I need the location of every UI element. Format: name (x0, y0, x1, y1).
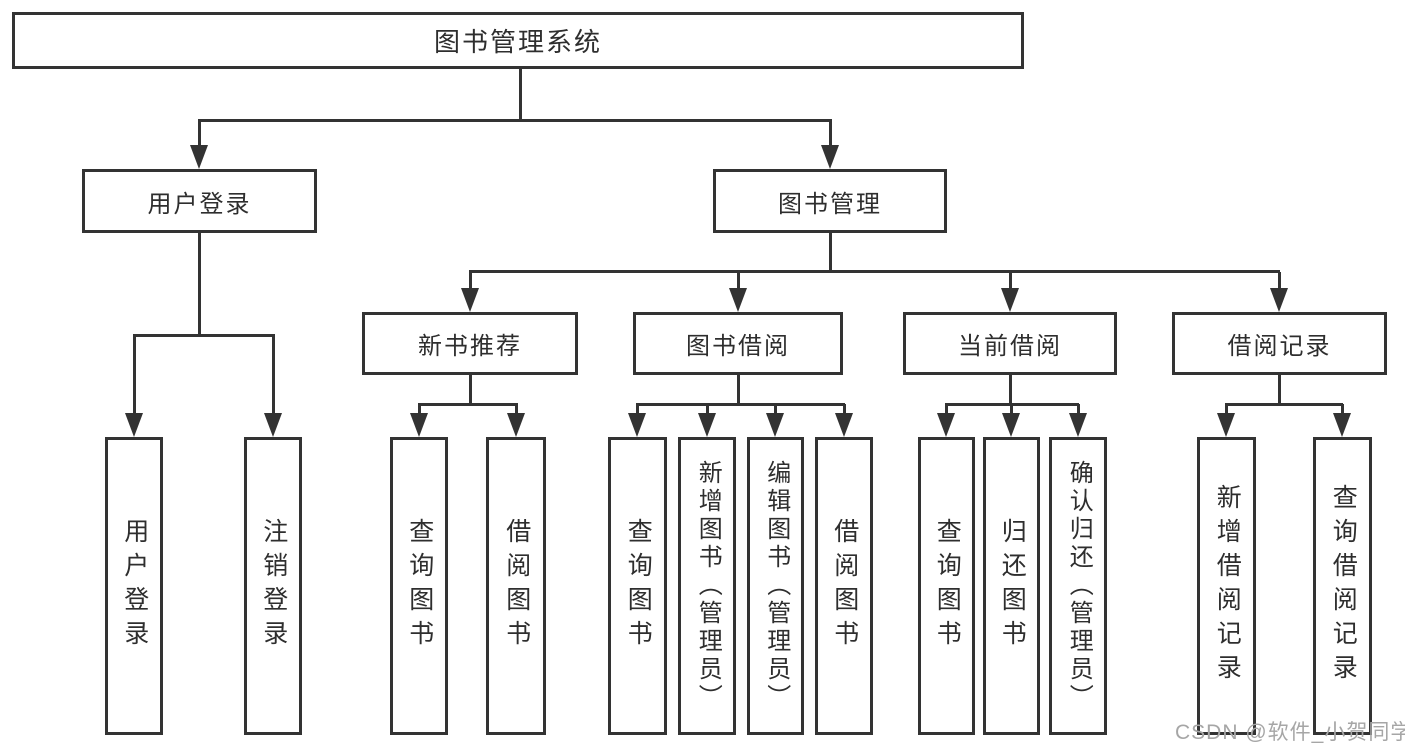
connector-leaf-drop (418, 404, 421, 414)
connector-recommend-stem (469, 375, 472, 406)
leaf-add-book-admin-label: 新增图书（管理员） (694, 460, 722, 712)
leaf-return-books: 归还图书 (983, 437, 1040, 735)
connector-records-bar (1225, 403, 1343, 406)
arrow-down-icon (628, 413, 646, 437)
watermark: CSDN @软件_小贺同学 (1175, 721, 1405, 744)
arrow-down-icon (698, 413, 716, 437)
leaf-add-borrow-record-label: 新增借阅记录 (1213, 484, 1242, 688)
arrow-down-icon (937, 413, 955, 437)
leaf-query-books-recommend: 查询图书 (390, 437, 448, 735)
arrow-down-icon (835, 413, 853, 437)
leaf-add-book-admin: 新增图书（管理员） (678, 437, 736, 735)
connector-level3-drop (1278, 272, 1281, 289)
arrow-down-icon (190, 145, 208, 169)
connector-leaf-drop (1077, 404, 1080, 414)
arrow-down-icon (410, 413, 428, 437)
arrow-down-icon (125, 413, 143, 437)
arrow-down-icon (507, 413, 525, 437)
arrow-down-icon (1333, 413, 1351, 437)
connector-borrow-bar (636, 403, 845, 406)
leaf-return-books-label: 归还图书 (998, 518, 1027, 654)
connector-user-login-drop (198, 119, 201, 146)
arrow-down-icon (1001, 288, 1019, 312)
connector-level2-bar (198, 119, 832, 122)
leaf-logout-label: 注销登录 (259, 518, 288, 654)
connector-level3-bar (469, 270, 1280, 273)
leaf-user-login: 用户登录 (105, 437, 163, 735)
leaf-user-login-label: 用户登录 (120, 518, 149, 654)
arrow-down-icon (1217, 413, 1235, 437)
connector-leaf-drop (515, 404, 518, 414)
connector-leaf-drop (774, 404, 777, 414)
connector-records-stem (1278, 375, 1281, 406)
node-book-borrow: 图书借阅 (633, 312, 843, 375)
connector-level3-drop (737, 272, 740, 289)
arrow-down-icon (821, 145, 839, 169)
leaf-borrow-books-recommend: 借阅图书 (486, 437, 546, 735)
arrow-down-icon (766, 413, 784, 437)
connector-leaf-drop (945, 404, 948, 414)
leaf-query-books-current-label: 查询图书 (933, 518, 962, 654)
connector-leaf-drop (1341, 404, 1344, 414)
arrow-down-icon (1069, 413, 1087, 437)
node-book-management: 图书管理 (713, 169, 947, 233)
leaf-query-borrow-record-label: 查询借阅记录 (1329, 484, 1358, 688)
root-node: 图书管理系统 (12, 12, 1024, 69)
leaf-confirm-return-admin: 确认归还（管理员） (1049, 437, 1107, 735)
node-new-book-recommend: 新书推荐 (362, 312, 578, 375)
leaf-query-books-current: 查询图书 (918, 437, 975, 735)
connector-book-mgmt-drop (829, 119, 832, 146)
connector-recommend-bar (418, 403, 518, 406)
connector-user-stem (198, 233, 201, 337)
connector-leaf-drop (636, 404, 639, 414)
leaf-confirm-return-admin-label: 确认归还（管理员） (1065, 460, 1093, 712)
arrow-down-icon (461, 288, 479, 312)
node-user-login: 用户登录 (82, 169, 317, 233)
leaf-edit-book-admin-label: 编辑图书（管理员） (762, 460, 790, 712)
connector-leaf-drop (1225, 404, 1228, 414)
leaf-query-borrow-record: 查询借阅记录 (1313, 437, 1372, 735)
leaf-query-books-recommend-label: 查询图书 (405, 518, 434, 654)
connector-root-stem (519, 69, 522, 121)
connector-leaf-drop (272, 335, 275, 414)
leaf-edit-book-admin: 编辑图书（管理员） (747, 437, 804, 735)
connector-leaf-drop (706, 404, 709, 414)
connector-leaf-drop (133, 335, 136, 414)
connector-borrow-stem (737, 375, 740, 406)
arrow-down-icon (1002, 413, 1020, 437)
leaf-borrow-books-recommend-label: 借阅图书 (502, 518, 531, 654)
leaf-borrow-books-borrow: 借阅图书 (815, 437, 873, 735)
arrow-down-icon (1270, 288, 1288, 312)
connector-current-stem (1009, 375, 1012, 406)
node-current-borrow: 当前借阅 (903, 312, 1117, 375)
leaf-borrow-books-borrow-label: 借阅图书 (830, 518, 859, 654)
connector-level3-drop (1009, 272, 1012, 289)
arrow-down-icon (729, 288, 747, 312)
connector-user-bar (133, 334, 275, 337)
arrow-down-icon (264, 413, 282, 437)
connector-leaf-drop (1010, 404, 1013, 414)
node-borrow-records: 借阅记录 (1172, 312, 1387, 375)
leaf-logout: 注销登录 (244, 437, 302, 735)
leaf-query-books-borrow-label: 查询图书 (624, 518, 653, 654)
leaf-add-borrow-record: 新增借阅记录 (1197, 437, 1256, 735)
connector-mgmt-stem (829, 233, 832, 273)
connector-leaf-drop (843, 404, 846, 414)
connector-level3-drop (469, 272, 472, 289)
leaf-query-books-borrow: 查询图书 (608, 437, 667, 735)
